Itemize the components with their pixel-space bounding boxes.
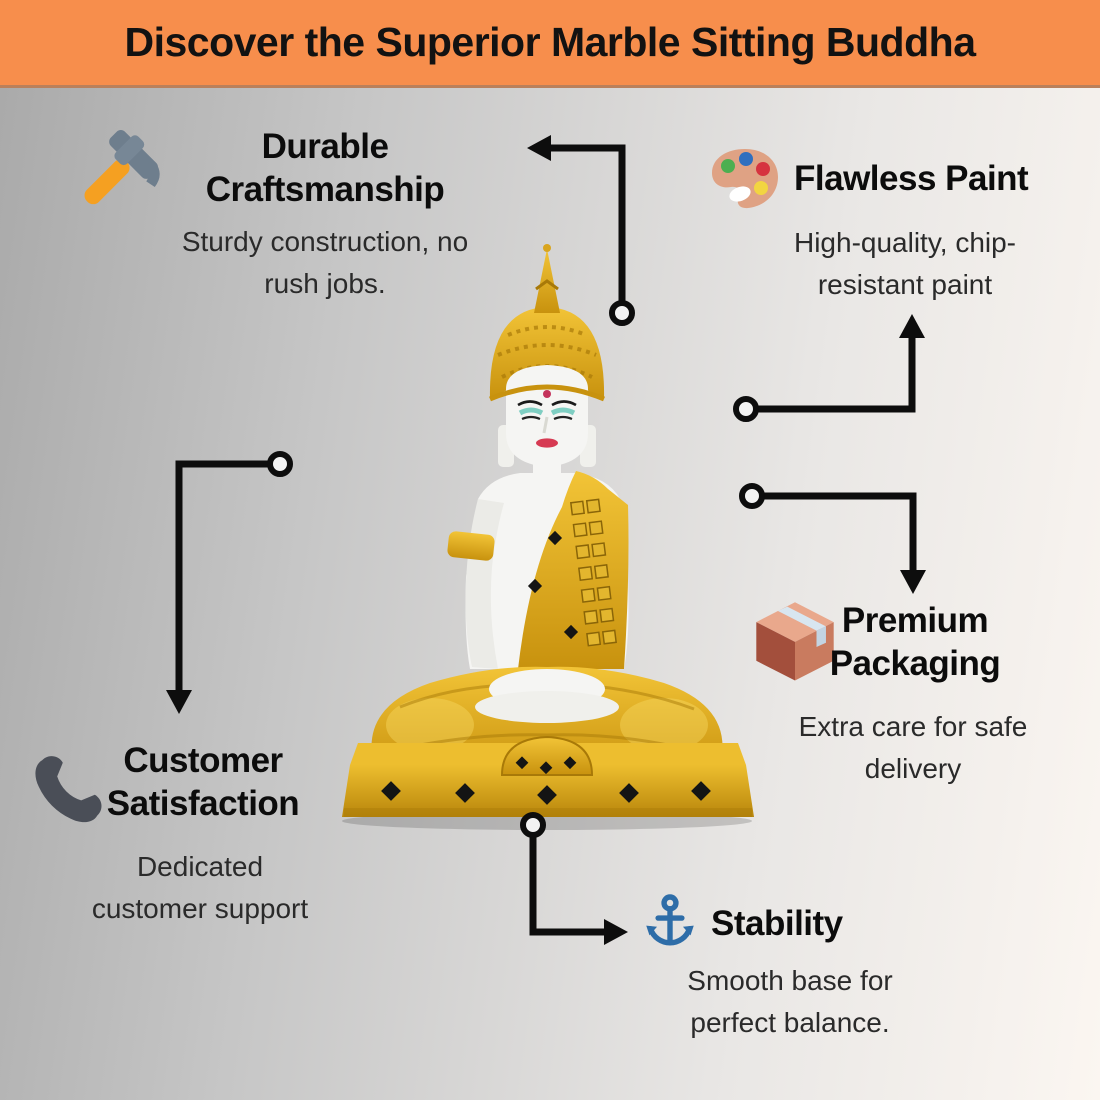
feature-title: Durable Craftsmanship [205, 127, 445, 209]
page-title: Discover the Superior Marble Sitting Bud… [124, 19, 976, 65]
hammer-icon [68, 120, 168, 220]
anchor-icon [643, 894, 697, 954]
header-banner: Discover the Superior Marble Sitting Bud… [0, 0, 1100, 88]
buddha-statue-image [330, 237, 770, 837]
feature-description: Smooth base for perfect balance. [687, 965, 893, 1038]
feature-title: Customer Satisfaction [106, 741, 300, 823]
feature-durable-craftsmanship: Durable Craftsmanship Sturdy constructio… [155, 126, 495, 305]
feature-title: Stability [711, 903, 843, 943]
feature-stability: Stability [643, 894, 973, 954]
phone-icon [26, 746, 106, 826]
feature-stability-description: Smooth base for perfect balance. [660, 960, 920, 1044]
feature-description: Sturdy construction, no rush jobs. [181, 226, 469, 300]
feature-title: Premium Packaging [829, 601, 1001, 683]
buddha-statue-graphic [342, 244, 754, 830]
feature-premium-packaging-description: Extra care for safe delivery [788, 706, 1038, 790]
feature-customer-satisfaction: Customer Satisfaction [88, 740, 318, 825]
feature-description: Dedicated customer support [91, 851, 309, 924]
connector-lines [166, 135, 926, 945]
feature-customer-satisfaction-description: Dedicated customer support [80, 846, 320, 930]
feature-description: High-quality, chip-resistant paint [793, 227, 1017, 300]
feature-flawless-paint: Flawless Paint High-quality, chip-resist… [710, 146, 1090, 306]
palette-icon [710, 146, 780, 212]
feature-description: Extra care for safe delivery [798, 711, 1028, 784]
feature-premium-packaging: Premium Packaging [815, 600, 1015, 685]
feature-title: Flawless Paint [794, 158, 1029, 198]
package-icon [752, 598, 838, 684]
stage: Durable Craftsmanship Sturdy constructio… [0, 88, 1100, 1100]
